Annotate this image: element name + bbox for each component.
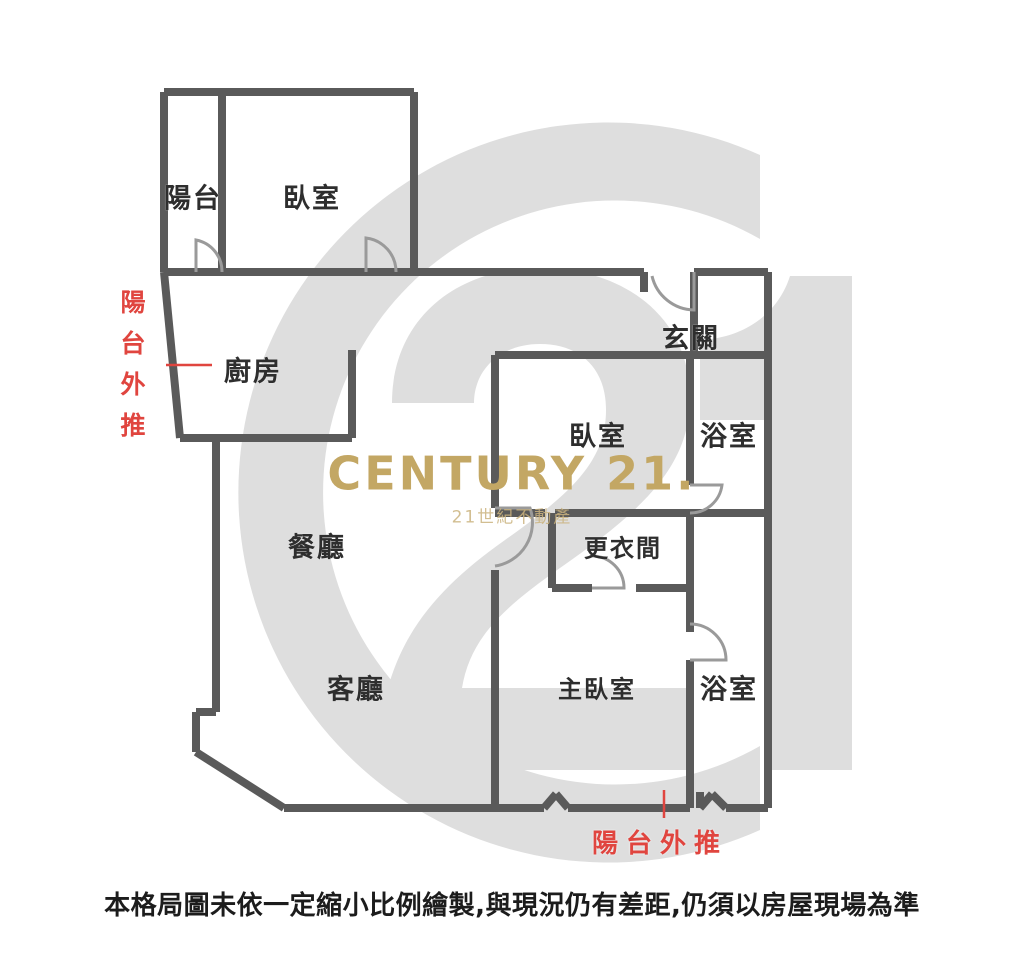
door-bedroom-top-icon — [364, 236, 398, 273]
room-label-foyer: 玄關 — [662, 323, 720, 355]
door-dressing-room-icon — [591, 554, 626, 590]
door-balcony-icon — [194, 238, 224, 273]
wall-bottom-left-diagonal — [193, 748, 287, 812]
door-bedroom-mid-icon — [494, 506, 534, 568]
annotation-char: 推 — [120, 411, 146, 440]
room-label-master-bedroom: 主臥室 — [558, 675, 636, 704]
century21-watermark-mark — [238, 122, 852, 863]
room-label-balcony-top: 陽台 — [164, 183, 222, 215]
room-label-bedroom-mid: 臥室 — [569, 421, 627, 453]
disclaimer-caption: 本格局圖未依一定縮小比例繪製,與現況仍有差距,仍須以房屋現場為準 — [104, 891, 920, 921]
annotation-balcony-extension-bottom: 陽台外推 — [592, 829, 729, 859]
room-label-bedroom-top: 臥室 — [283, 183, 341, 215]
room-label-bathroom-lower: 浴室 — [700, 674, 758, 706]
annotation-balcony-extension-left: 陽 台 外 推 — [118, 282, 148, 446]
room-label-living-room: 客廳 — [327, 674, 385, 706]
wall-kitchen-angled-left — [160, 271, 184, 439]
wall-bottom-notch-right-b — [709, 791, 729, 811]
annotation-lines — [166, 363, 666, 818]
annotation-char: 台 — [120, 329, 146, 358]
wall-bottom-notch-left-b — [552, 791, 572, 811]
door-bathroom-upper-icon — [689, 483, 724, 515]
room-label-kitchen: 廚房 — [224, 356, 282, 388]
wall-group — [160, 88, 772, 812]
door-group — [194, 236, 728, 662]
door-bathroom-lower-icon — [689, 622, 728, 662]
room-label-dining-room: 餐廳 — [288, 532, 346, 564]
room-label-dressing-room: 更衣間 — [584, 534, 662, 563]
room-label-bathroom-upper: 浴室 — [700, 421, 758, 453]
door-entry-icon — [650, 272, 696, 312]
annotation-char: 陽 — [120, 288, 146, 317]
annotation-char: 外 — [120, 370, 146, 399]
